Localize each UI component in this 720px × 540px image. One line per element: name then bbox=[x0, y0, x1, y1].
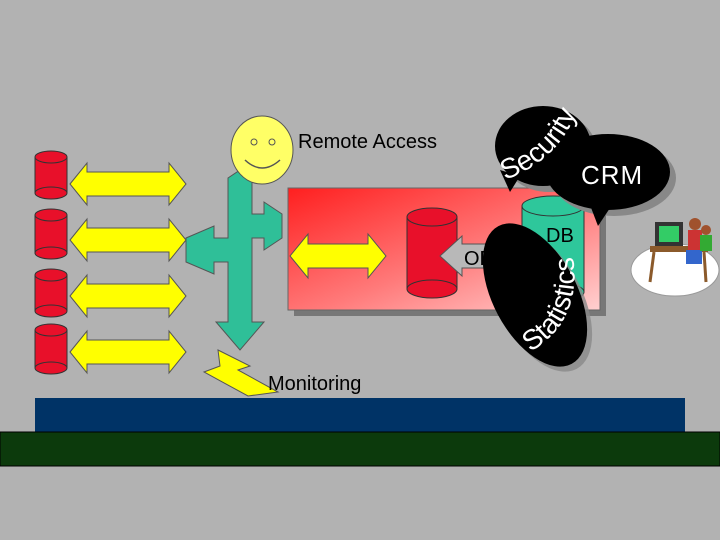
arrow-icon bbox=[69, 273, 187, 319]
database-stack bbox=[34, 150, 68, 375]
arrow-icon bbox=[69, 161, 187, 207]
lightning-icon bbox=[202, 349, 280, 397]
database-icon bbox=[406, 207, 458, 299]
database-icon bbox=[34, 150, 68, 200]
monitoring-label: Monitoring bbox=[268, 373, 361, 395]
workstation-clipart-icon bbox=[630, 218, 720, 297]
db-label: DB bbox=[546, 225, 574, 247]
blue-band bbox=[35, 398, 685, 434]
crm-label: CRM bbox=[581, 160, 643, 190]
arrow-icon bbox=[289, 232, 387, 280]
arrow-icon bbox=[69, 217, 187, 263]
arrow-icon bbox=[69, 329, 187, 375]
statistics-bubble bbox=[482, 223, 588, 367]
remote-access-label: Remote Access bbox=[298, 131, 437, 153]
database-icon bbox=[34, 268, 68, 318]
security-bubble-tail bbox=[500, 170, 520, 192]
arrow-column bbox=[69, 161, 187, 375]
central-hub bbox=[185, 169, 283, 351]
user-smiley-icon bbox=[230, 115, 294, 185]
green-band bbox=[0, 431, 720, 467]
odbc-label: ODBC bbox=[464, 248, 522, 270]
crm-bubble bbox=[546, 134, 670, 210]
crm-bubble-tail bbox=[590, 205, 612, 226]
database-icon bbox=[34, 208, 68, 260]
database-icon bbox=[34, 323, 68, 375]
